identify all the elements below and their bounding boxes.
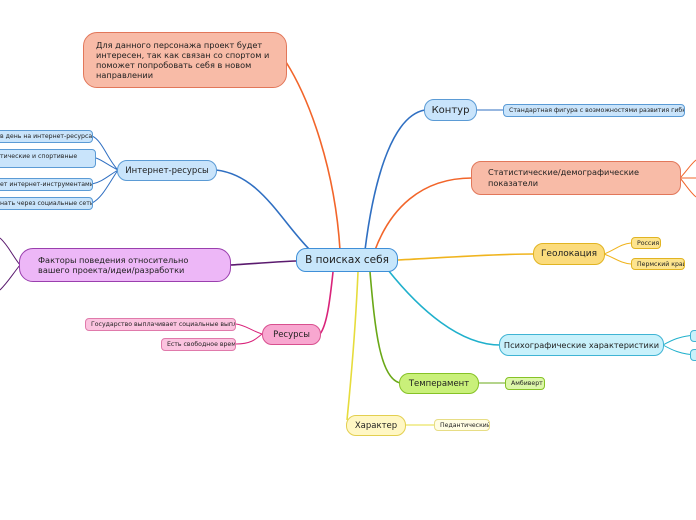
sub-resources-1 [235, 323, 263, 335]
temperament-item[interactable]: Амбиверт [505, 377, 545, 390]
internet-item-2[interactable]: тические и спортивные [0, 149, 96, 168]
geo-item-russia[interactable]: Россия [631, 237, 661, 249]
sub-resources-2 [235, 333, 263, 345]
sub-stats-1 [679, 159, 696, 179]
sub-geo-1 [603, 242, 632, 255]
branch-stats [374, 177, 473, 251]
branch-internet [215, 169, 311, 251]
topic-behavior-factors[interactable]: Факторы поведения относительно вашего пр… [19, 248, 231, 282]
branch-temperament [369, 271, 401, 384]
geo-item-perm[interactable]: Пермский край [631, 258, 685, 270]
note-bubble[interactable]: Для данного персонажа проект будет интер… [83, 32, 287, 88]
kontur-item[interactable]: Стандартная фигура с возможностями разви… [503, 104, 685, 117]
topic-psychographic[interactable]: Психографические характеристики [499, 334, 664, 356]
sub-internet-4 [91, 169, 119, 204]
topic-temperament[interactable]: Темперамент [399, 373, 479, 394]
sub-factors-1 [0, 237, 21, 266]
internet-item-1[interactable]: в день на интернет-ресурсах [0, 130, 93, 143]
psycho-item-2[interactable] [690, 349, 696, 361]
sub-internet-1 [91, 135, 119, 171]
topic-resources[interactable]: Ресурсы [262, 324, 321, 345]
topic-stats[interactable]: Статистические/демографические показател… [471, 161, 681, 195]
topic-character[interactable]: Характер [346, 415, 406, 436]
resources-item-free-time[interactable]: Есть свободное время [161, 338, 236, 351]
central-topic[interactable]: В поисках себя [296, 248, 398, 272]
sub-factors-2 [0, 264, 21, 291]
branch-geo [397, 253, 535, 261]
sub-stats-3 [679, 177, 696, 198]
internet-item-3[interactable]: ет интернет-инструментами [0, 178, 93, 191]
sub-geo-2 [603, 253, 632, 265]
branch-kontur [364, 109, 426, 251]
topic-kontur[interactable]: Контур [424, 99, 477, 121]
resources-item-payments[interactable]: Государство выплачивает социальные выпла… [85, 318, 236, 331]
internet-item-4[interactable]: нать через социальные сети [0, 197, 93, 210]
psycho-item-1[interactable] [690, 330, 696, 342]
branch-note [285, 61, 341, 251]
topic-internet-resources[interactable]: Интернет-ресурсы [117, 160, 217, 181]
sub-internet-3 [91, 169, 119, 185]
topic-geolocation[interactable]: Геолокация [533, 243, 605, 265]
branch-resources [319, 271, 334, 335]
branch-psycho [387, 269, 501, 346]
branch-factors [229, 260, 297, 266]
character-item[interactable]: Педантический [434, 419, 490, 431]
branch-character [346, 271, 359, 421]
sub-internet-2 [95, 157, 119, 171]
